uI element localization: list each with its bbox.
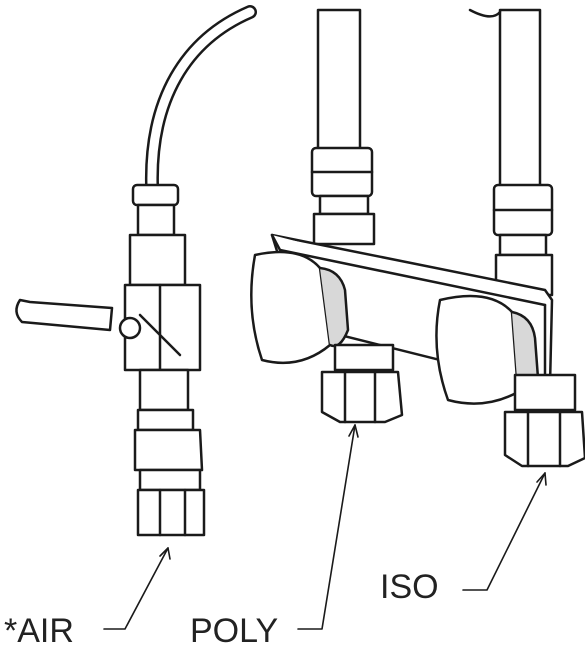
poly-lower-nut bbox=[320, 343, 404, 424]
air-ball-valve bbox=[15, 183, 202, 432]
iso-hose bbox=[468, 8, 542, 192]
air-leader-line bbox=[103, 547, 171, 630]
poly-hose bbox=[316, 8, 362, 152]
poly-knob bbox=[250, 250, 350, 365]
poly-leader-line bbox=[297, 424, 359, 630]
iso-lower-nut bbox=[503, 373, 585, 468]
iso-leader-line bbox=[462, 472, 547, 591]
iso-label: ISO bbox=[380, 568, 439, 606]
poly-label: POLY bbox=[190, 612, 279, 650]
air-fitting bbox=[133, 428, 206, 537]
air-hose bbox=[144, 5, 257, 192]
air-label: *AIR bbox=[4, 612, 74, 650]
iso-upper-fitting bbox=[492, 183, 554, 297]
poly-upper-fitting bbox=[310, 146, 376, 246]
